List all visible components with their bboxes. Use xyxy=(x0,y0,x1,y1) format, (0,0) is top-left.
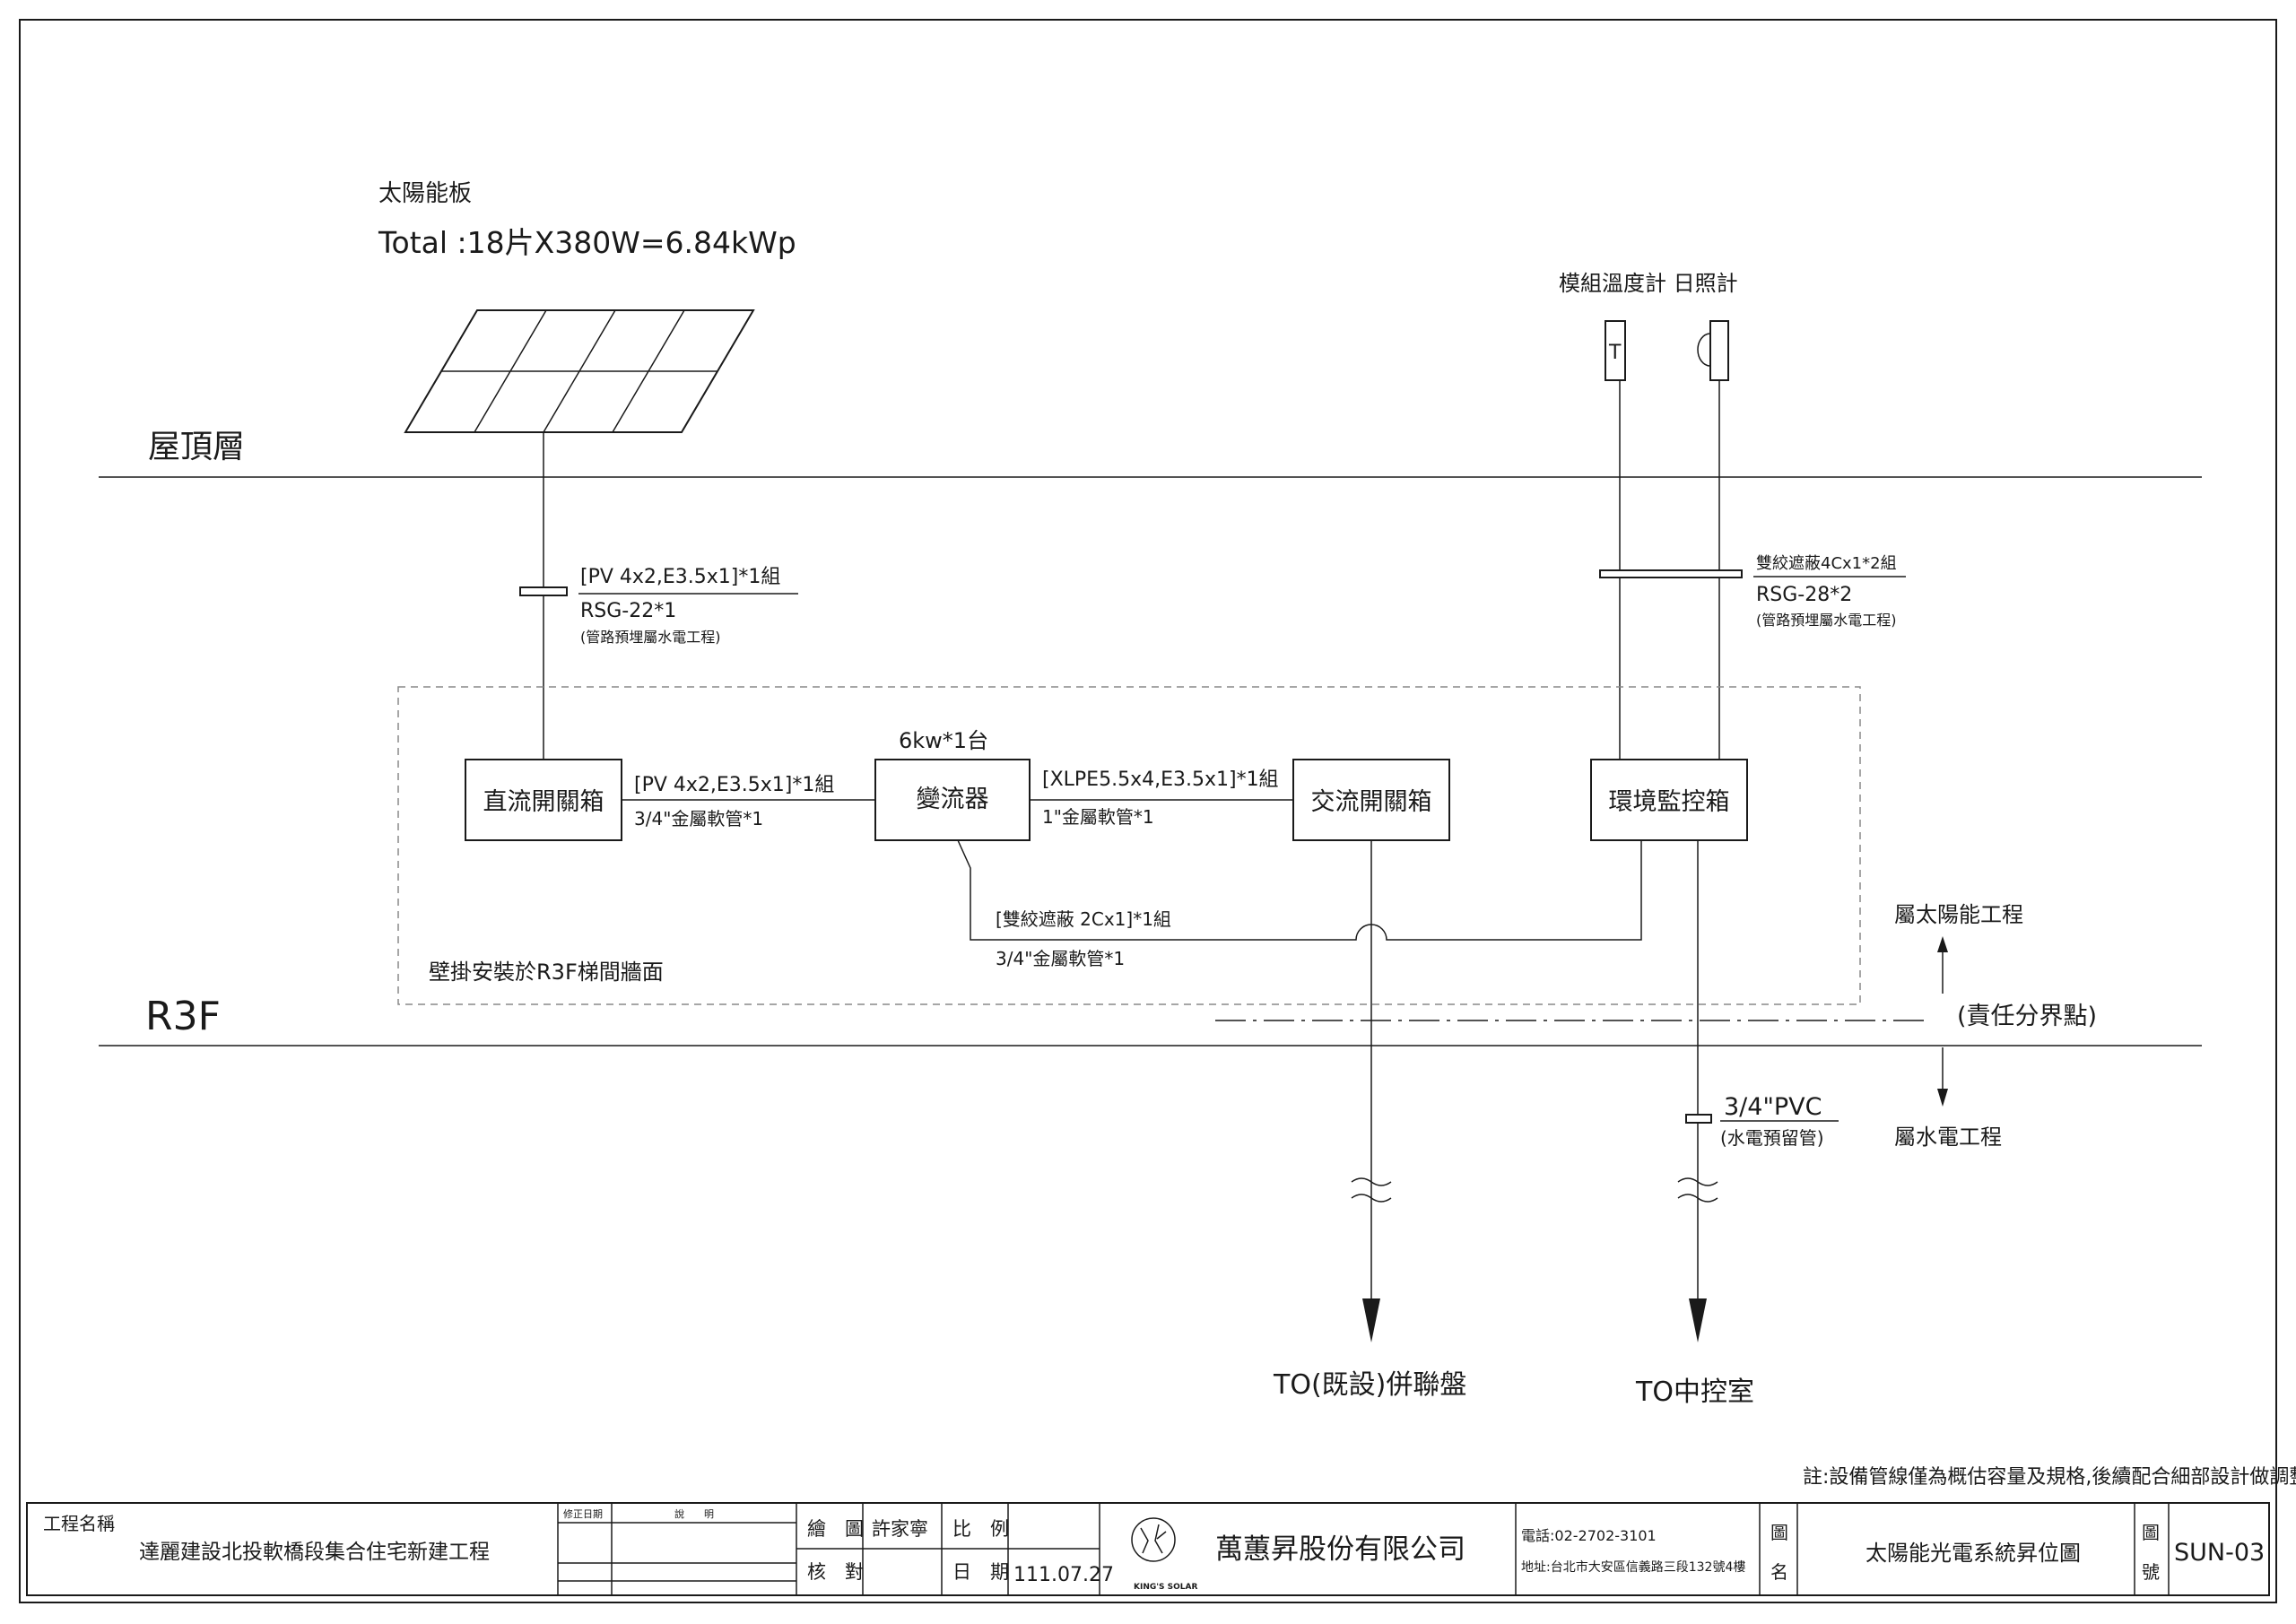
solar-conduit-label: RSG-22*1 xyxy=(580,600,676,622)
signal-conduit-label: 3/4"金屬軟管*1 xyxy=(996,948,1125,969)
project-label: 工程名稱 xyxy=(43,1513,115,1534)
wall-mount-note: 壁掛安裝於R3F梯間牆面 xyxy=(429,960,664,985)
dc-switch-box-label: 直流開關箱 xyxy=(483,788,604,816)
draw-label: 繪 圖 xyxy=(807,1518,864,1540)
solar-panel-title: 太陽能板 xyxy=(378,180,472,207)
drawing-number: SUN-03 xyxy=(2174,1539,2265,1567)
irradiance-sensor-icon xyxy=(1709,320,1729,381)
dc-inverter-cable: [PV 4x2,E3.5x1]*1組 xyxy=(634,774,834,796)
solar-panel-total: Total :18片X380W=6.84kWp xyxy=(378,225,796,260)
ac-feeder-arrow xyxy=(1362,1298,1380,1342)
signal-line xyxy=(957,839,1642,941)
destination-panel: TO(既設)併聯盤 xyxy=(1273,1369,1466,1401)
pvc-label: 3/4"PVC xyxy=(1724,1093,1822,1121)
destination-control-room: TO中控室 xyxy=(1635,1376,1754,1408)
sensor-conduit-label: RSG-28*2 xyxy=(1756,584,1852,606)
scale-label: 比 例 xyxy=(952,1518,1009,1540)
solar-conduit-marker xyxy=(519,586,568,596)
sensor-cable-label: 雙絞遮蔽4Cx1*2組 xyxy=(1756,554,1897,573)
boundary-solar-side: 屬太陽能工程 xyxy=(1894,902,2023,927)
drawing-no-label-1: 圖 xyxy=(2142,1522,2160,1543)
sensors-label: 模組溫度計 日照計 xyxy=(1559,271,1738,296)
dc-inverter-conduit: 3/4"金屬軟管*1 xyxy=(634,808,763,829)
temp-sensor-icon xyxy=(1605,320,1626,381)
monitor-box xyxy=(1590,759,1748,841)
monitor-box-label: 環境監控箱 xyxy=(1609,788,1730,816)
solar-cable-label: [PV 4x2,E3.5x1]*1組 xyxy=(580,566,780,588)
date-label: 日 期 xyxy=(952,1561,1009,1583)
r3f-floor-label: R3F xyxy=(145,994,221,1039)
project-name: 達麗建設北投軟橋段集合住宅新建工程 xyxy=(139,1541,490,1564)
temp-sensor-symbol: T xyxy=(1608,342,1622,364)
company-logo: KING'S SOLAR xyxy=(1131,1517,1197,1592)
ac-switch-box-label: 交流開關箱 xyxy=(1311,788,1432,816)
footnote: 註:設備管線僅為概估容量及規格,後續配合細部設計做調整. xyxy=(1803,1466,2296,1489)
drawing-name-label-2: 名 xyxy=(1770,1561,1788,1583)
check-label: 核 對 xyxy=(807,1561,864,1583)
title-block xyxy=(26,1502,2270,1596)
boundary-point: (責任分界點) xyxy=(1957,1003,2097,1030)
sheet-border xyxy=(19,19,2277,1603)
logo-text: KING'S SOLAR xyxy=(1134,1583,1197,1592)
monitor-feeder-arrow xyxy=(1689,1298,1707,1342)
solar-conduit-note: (管路預埋屬水電工程) xyxy=(580,629,721,646)
solar-panel-icon xyxy=(404,309,755,433)
signal-cable-label: [雙絞遮蔽 2Cx1]*1組 xyxy=(996,908,1171,930)
wall-mount-area xyxy=(397,686,1861,1005)
inverter-qty: 6kw*1台 xyxy=(899,728,988,753)
sensor-conduit-note: (管路預埋屬水電工程) xyxy=(1756,612,1897,629)
inverter-ac-conduit: 1"金屬軟管*1 xyxy=(1042,806,1154,828)
date-value: 111.07.27 xyxy=(1013,1564,1114,1586)
company-address: 地址:台北市大安區信義路三段132號4樓 xyxy=(1521,1559,1745,1575)
drawing-name: 太陽能光電系統昇位圖 xyxy=(1866,1541,2081,1566)
inverter-ac-cable: [XLPE5.5x4,E3.5x1]*1組 xyxy=(1042,769,1279,791)
dc-switch-box xyxy=(465,759,622,841)
drawing-name-label-1: 圖 xyxy=(1770,1522,1788,1543)
company-name: 萬蕙昇股份有限公司 xyxy=(1215,1533,1465,1566)
rev-desc-header: 說 明 xyxy=(674,1507,714,1520)
company-phone: 電話:02-2702-3101 xyxy=(1521,1527,1657,1544)
roof-floor-label: 屋頂層 xyxy=(148,429,245,465)
pvc-marker xyxy=(1685,1114,1712,1124)
pvc-note: (水電預留管) xyxy=(1720,1127,1824,1149)
drawer-name: 許家寧 xyxy=(872,1518,928,1540)
sensor-conduit-marker xyxy=(1599,569,1743,578)
boundary-mep-side: 屬水電工程 xyxy=(1894,1125,2002,1150)
rev-date-header: 修正日期 xyxy=(563,1507,603,1520)
drawing-no-label-2: 號 xyxy=(2142,1561,2160,1583)
inverter-label: 變流器 xyxy=(917,786,989,813)
